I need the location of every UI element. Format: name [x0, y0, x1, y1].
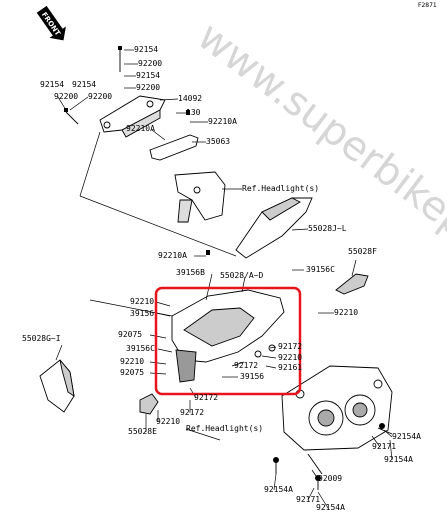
- label-55028J-L: 55028J~L: [308, 224, 347, 233]
- label-92172-b: 92172: [234, 361, 258, 370]
- label-92009: 92009: [318, 474, 342, 483]
- label-92210A-b: 92210A: [126, 124, 155, 133]
- label-55028G-I: 55028G~I: [22, 334, 61, 343]
- part-labels: 92154 92200 92154 92200 14092 92154 9215…: [22, 45, 421, 512]
- label-92172-d: 92172: [180, 408, 204, 417]
- highlight-box: [154, 286, 302, 396]
- label-92154A-a: 92154A: [392, 432, 421, 441]
- label-92210A-a: 92210A: [208, 117, 237, 126]
- label-55028F: 55028F: [348, 247, 377, 256]
- label-39156B: 39156B: [176, 268, 205, 277]
- label-92171-a: 92171: [372, 442, 396, 451]
- label-55028E: 55028E: [128, 427, 157, 436]
- headlight-assembly: [281, 365, 393, 451]
- label-92154-l1: 92154: [40, 80, 64, 89]
- label-92200-l1: 92200: [54, 92, 78, 101]
- label-92171-b: 92171: [296, 495, 320, 504]
- meter-stay: [149, 134, 226, 223]
- label-92200-top: 92200: [138, 59, 162, 68]
- label-92075-a: 92075: [118, 330, 142, 339]
- label-92210-r: 92210: [334, 308, 358, 317]
- label-39156-b: 39156: [240, 372, 264, 381]
- label-92154-b: 92154: [136, 71, 160, 80]
- label-92200-b: 92200: [136, 83, 160, 92]
- inner-cowl-right: [235, 197, 313, 259]
- upper-stay-bracket: [99, 95, 166, 138]
- label-92154-top: 92154: [134, 45, 158, 54]
- figure-code: F2871: [418, 2, 437, 9]
- lower-bolts: [273, 423, 393, 490]
- small-cover-55028F: [335, 273, 369, 295]
- watermark: www.superbikep: [189, 13, 447, 247]
- label-92210-d: 92210: [156, 417, 180, 426]
- label-92210A-c: 92210A: [158, 251, 187, 260]
- label-92161: 92161: [278, 363, 302, 372]
- label-92154A-c: 92154A: [264, 485, 293, 494]
- label-92210-a: 92210: [130, 297, 154, 306]
- label-92210-b: 92210: [120, 357, 144, 366]
- label-39156C-a: 39156C: [306, 265, 335, 274]
- label-14092: 14092: [178, 94, 202, 103]
- label-ref-headlight-1: Ref.Headlight(s): [242, 184, 319, 193]
- label-92172-a: 92172: [278, 342, 302, 351]
- label-92154A-d: 92154A: [316, 503, 345, 512]
- label-39156C-b: 39156C: [126, 344, 155, 353]
- label-39156: 39156: [130, 309, 154, 318]
- label-130: 130: [186, 108, 201, 117]
- label-92154-l2: 92154: [72, 80, 96, 89]
- side-cover-left: [39, 359, 75, 413]
- label-92154A-b: 92154A: [384, 455, 413, 464]
- small-bracket-55028E: [139, 393, 159, 415]
- upper-cowl-assembly: [171, 289, 285, 383]
- label-92210-c: 92210: [278, 353, 302, 362]
- label-92075-b: 92075: [120, 368, 144, 377]
- front-arrow-icon: FRONT: [36, 5, 66, 41]
- label-35063: 35063: [206, 137, 230, 146]
- label-55028-A-D: 55028/A~D: [220, 271, 264, 280]
- label-92172-c: 92172: [194, 393, 218, 402]
- label-92200-l2: 92200: [88, 92, 112, 101]
- label-ref-headlight-2: Ref.Headlight(s): [186, 424, 263, 433]
